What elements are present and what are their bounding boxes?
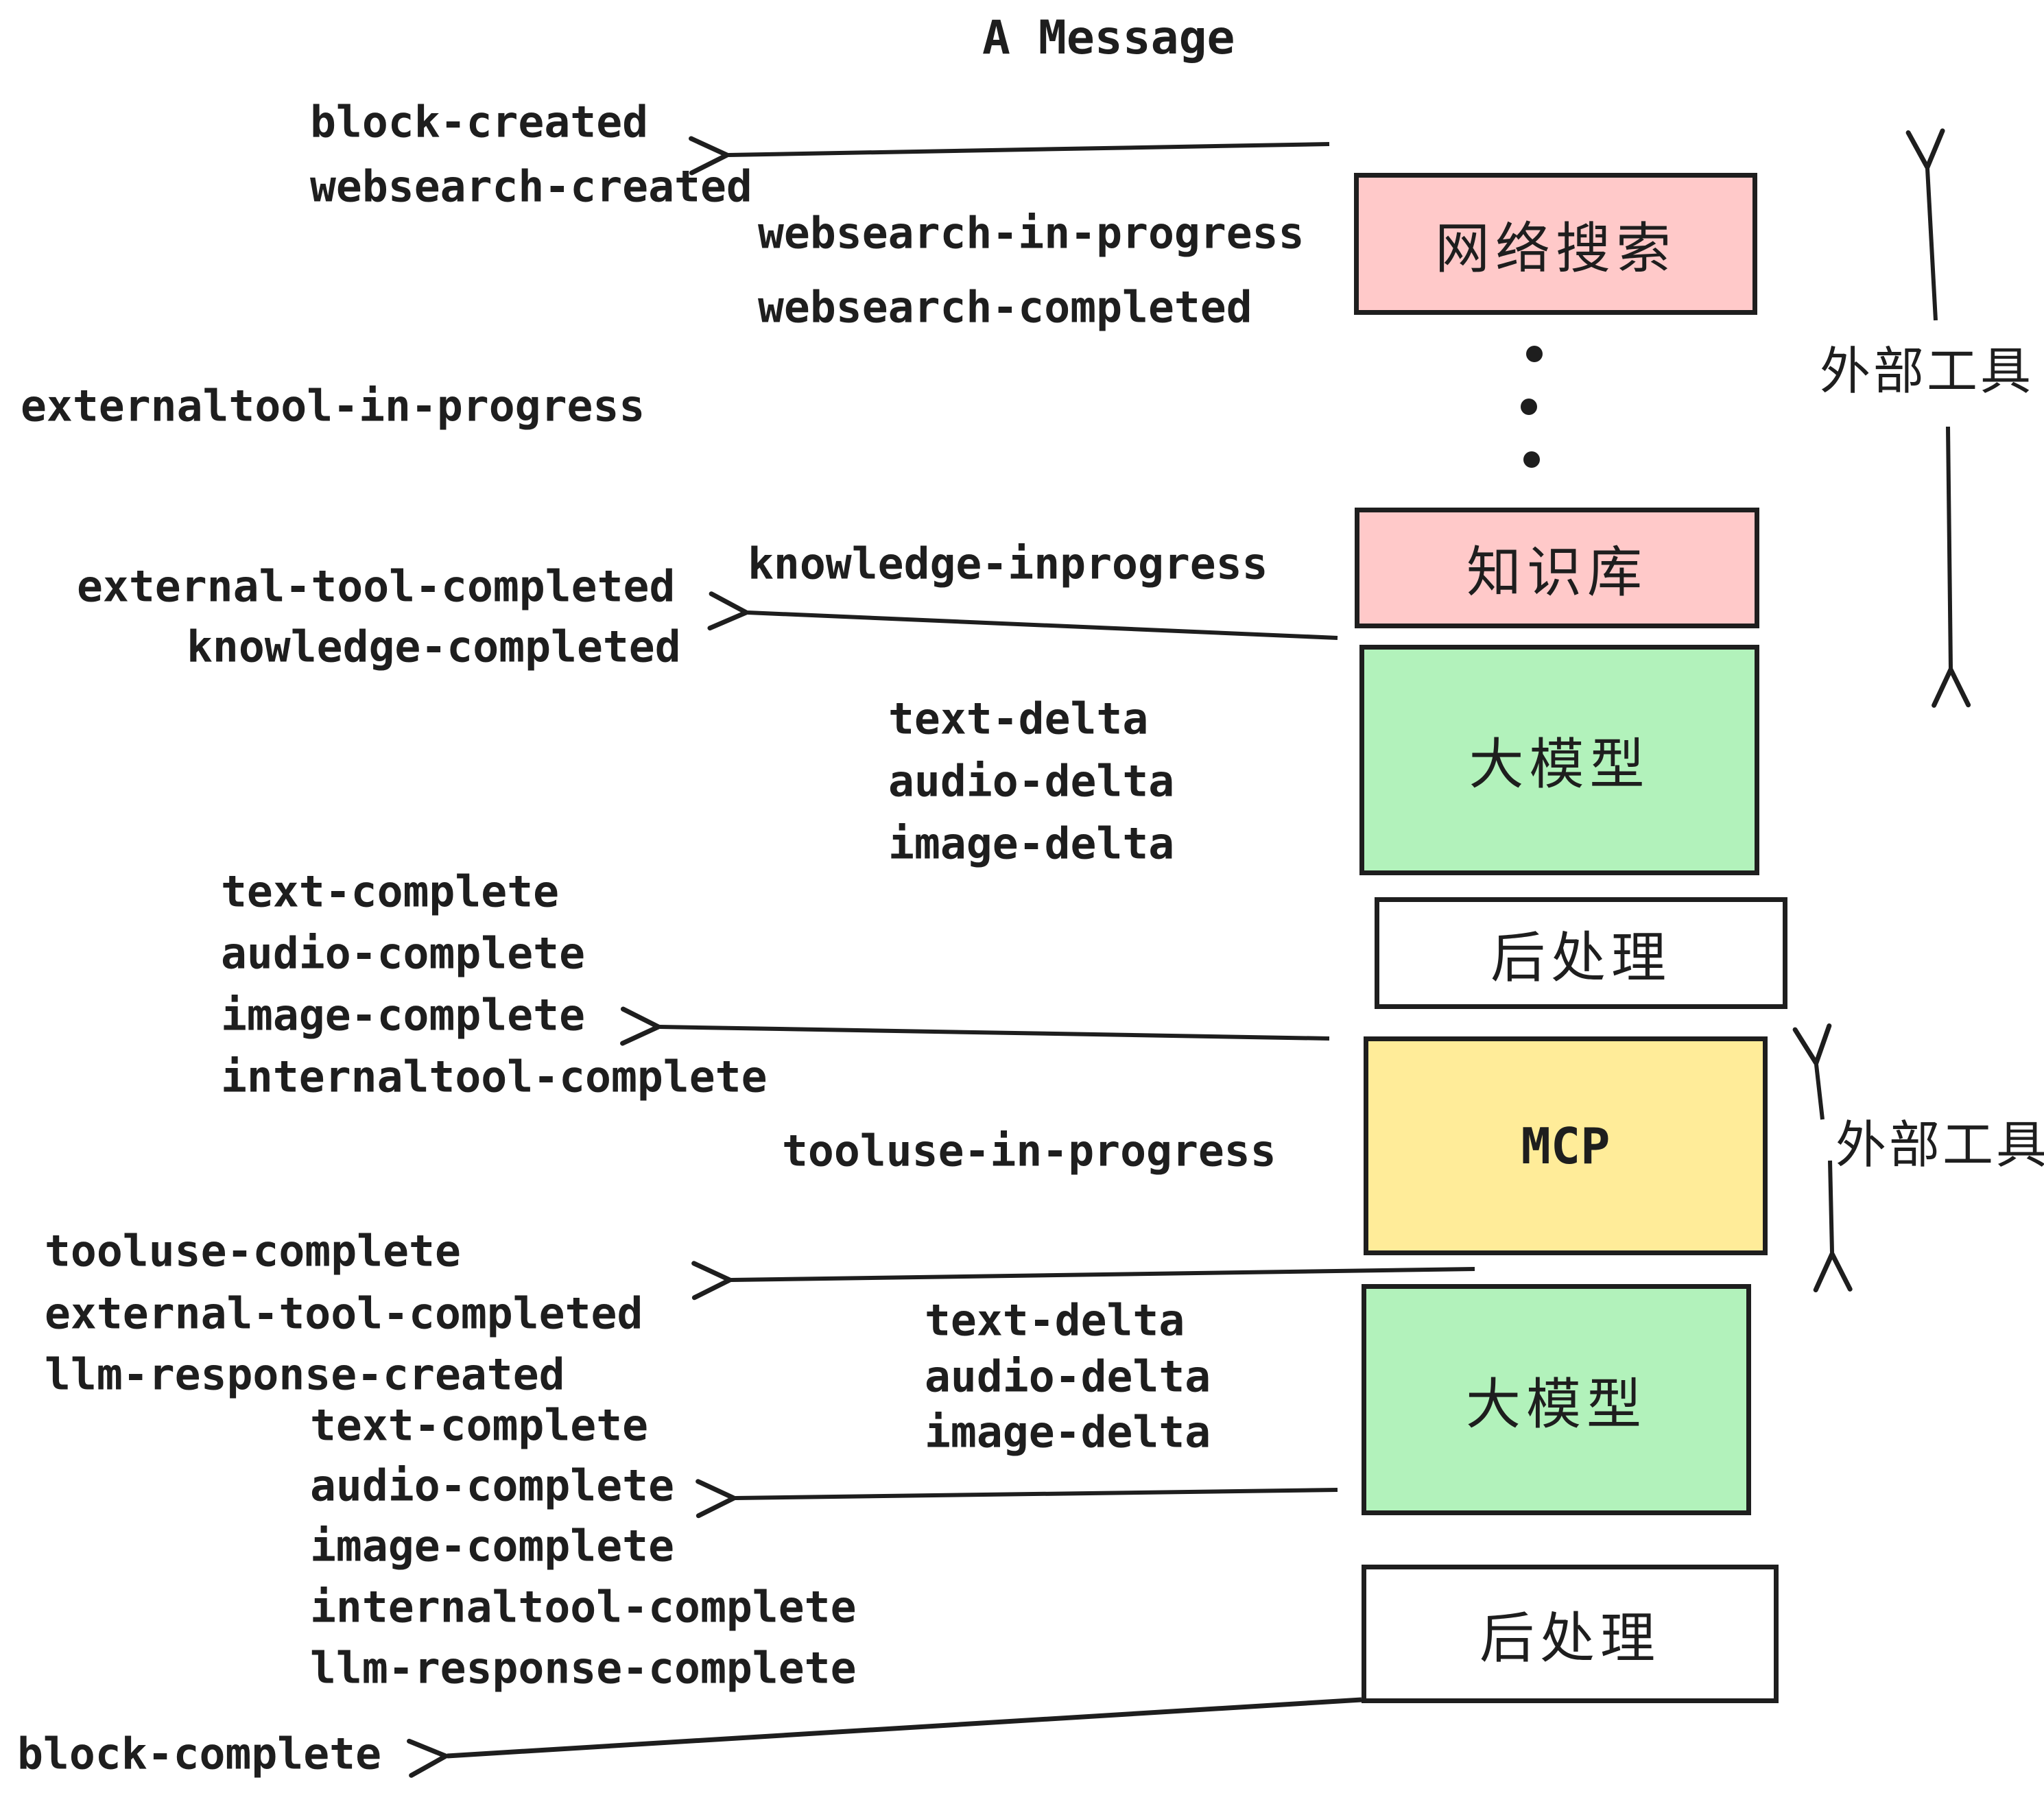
event-label-knowledge-completed: knowledge-completed <box>187 621 681 672</box>
box-llm-1: 大模型 <box>1359 645 1759 875</box>
event-label-text-delta-2: text-delta <box>925 1295 1185 1346</box>
box-websearch-label: 网络搜索 <box>1435 217 1676 279</box>
event-label-text-complete-2: text-complete <box>310 1400 649 1451</box>
event-label-audio-delta-1: audio-delta <box>888 756 1175 807</box>
external-tools-top-label: 外部工具 <box>1820 342 2034 400</box>
event-label-external-tool-completed-1: external-tool-completed <box>77 561 676 612</box>
event-label-internaltool-complete-2: internaltool-complete <box>310 1582 857 1633</box>
arrow-to-audio-complete <box>696 1479 1338 1519</box>
external-tools-top-up-arrow <box>1905 128 1945 321</box>
box-llm-2-label: 大模型 <box>1466 1373 1647 1435</box>
arrow-to-image-complete <box>620 1006 1330 1046</box>
event-label-websearch-in-progress: websearch-in-progress <box>758 208 1305 259</box>
event-label-block-created: block-created <box>310 97 649 147</box>
box-mcp: MCP <box>1364 1036 1768 1255</box>
event-label-websearch-completed: websearch-completed <box>758 282 1252 333</box>
event-label-block-complete: block-complete <box>17 1729 382 1779</box>
event-label-image-complete-2: image-complete <box>310 1521 675 1571</box>
event-label-websearch-created: websearch-created <box>310 161 752 212</box>
event-label-image-delta-2: image-delta <box>925 1407 1211 1458</box>
arrow-to-block-created <box>689 136 1330 176</box>
event-label-audio-complete-2: audio-complete <box>310 1460 675 1511</box>
arrow-to-block-complete <box>407 1697 1362 1778</box>
box-mcp-label: MCP <box>1521 1117 1611 1175</box>
box-postprocess-1-label: 后处理 <box>1490 927 1672 988</box>
box-postprocess-1: 后处理 <box>1375 897 1787 1009</box>
event-label-externaltool-in-progress: externaltool-in-progress <box>21 381 645 431</box>
event-label-knowledge-inprogress: knowledge-inprogress <box>748 538 1268 589</box>
arrow-to-external-tool-completed <box>691 1261 1475 1301</box>
event-label-llm-response-created: llm-response-created <box>45 1349 565 1400</box>
event-label-image-complete-1: image-complete <box>221 990 586 1041</box>
event-label-image-delta-1: image-delta <box>888 818 1175 869</box>
box-postprocess-2: 后处理 <box>1362 1565 1779 1703</box>
event-label-llm-response-complete: llm-response-complete <box>310 1643 857 1694</box>
event-label-text-delta-1: text-delta <box>888 693 1149 744</box>
box-knowledge-label: 知识库 <box>1466 542 1648 603</box>
event-label-tooluse-in-progress: tooluse-in-progress <box>782 1126 1276 1176</box>
box-knowledge: 知识库 <box>1355 508 1759 628</box>
event-label-internaltool-complete-1: internaltool-complete <box>221 1052 768 1102</box>
ellipsis-dot <box>1521 399 1537 415</box>
external-tools-mcp-up-arrow <box>1792 1023 1832 1120</box>
ellipsis-dot <box>1523 451 1540 468</box>
external-tools-mcp-down-arrow <box>1813 1160 1853 1293</box>
page-title: A Message <box>982 11 1235 65</box>
event-label-audio-delta-2: audio-delta <box>925 1351 1211 1402</box>
external-tools-top-down-arrow <box>1932 426 1971 708</box>
event-label-external-tool-completed-2: external-tool-completed <box>45 1288 643 1339</box>
event-label-tooluse-complete: tooluse-complete <box>45 1226 461 1277</box>
event-label-text-complete-1: text-complete <box>221 866 560 917</box>
event-label-audio-complete-1: audio-complete <box>221 928 586 979</box>
arrow-to-knowledge-completed <box>707 591 1338 640</box>
box-websearch: 网络搜索 <box>1354 173 1757 315</box>
ellipsis-dot <box>1526 346 1543 362</box>
box-llm-2: 大模型 <box>1362 1284 1751 1515</box>
box-llm-1-label: 大模型 <box>1469 734 1650 795</box>
external-tools-mcp-label: 外部工具 <box>1835 1116 2044 1174</box>
box-postprocess-2-label: 后处理 <box>1479 1608 1661 1669</box>
